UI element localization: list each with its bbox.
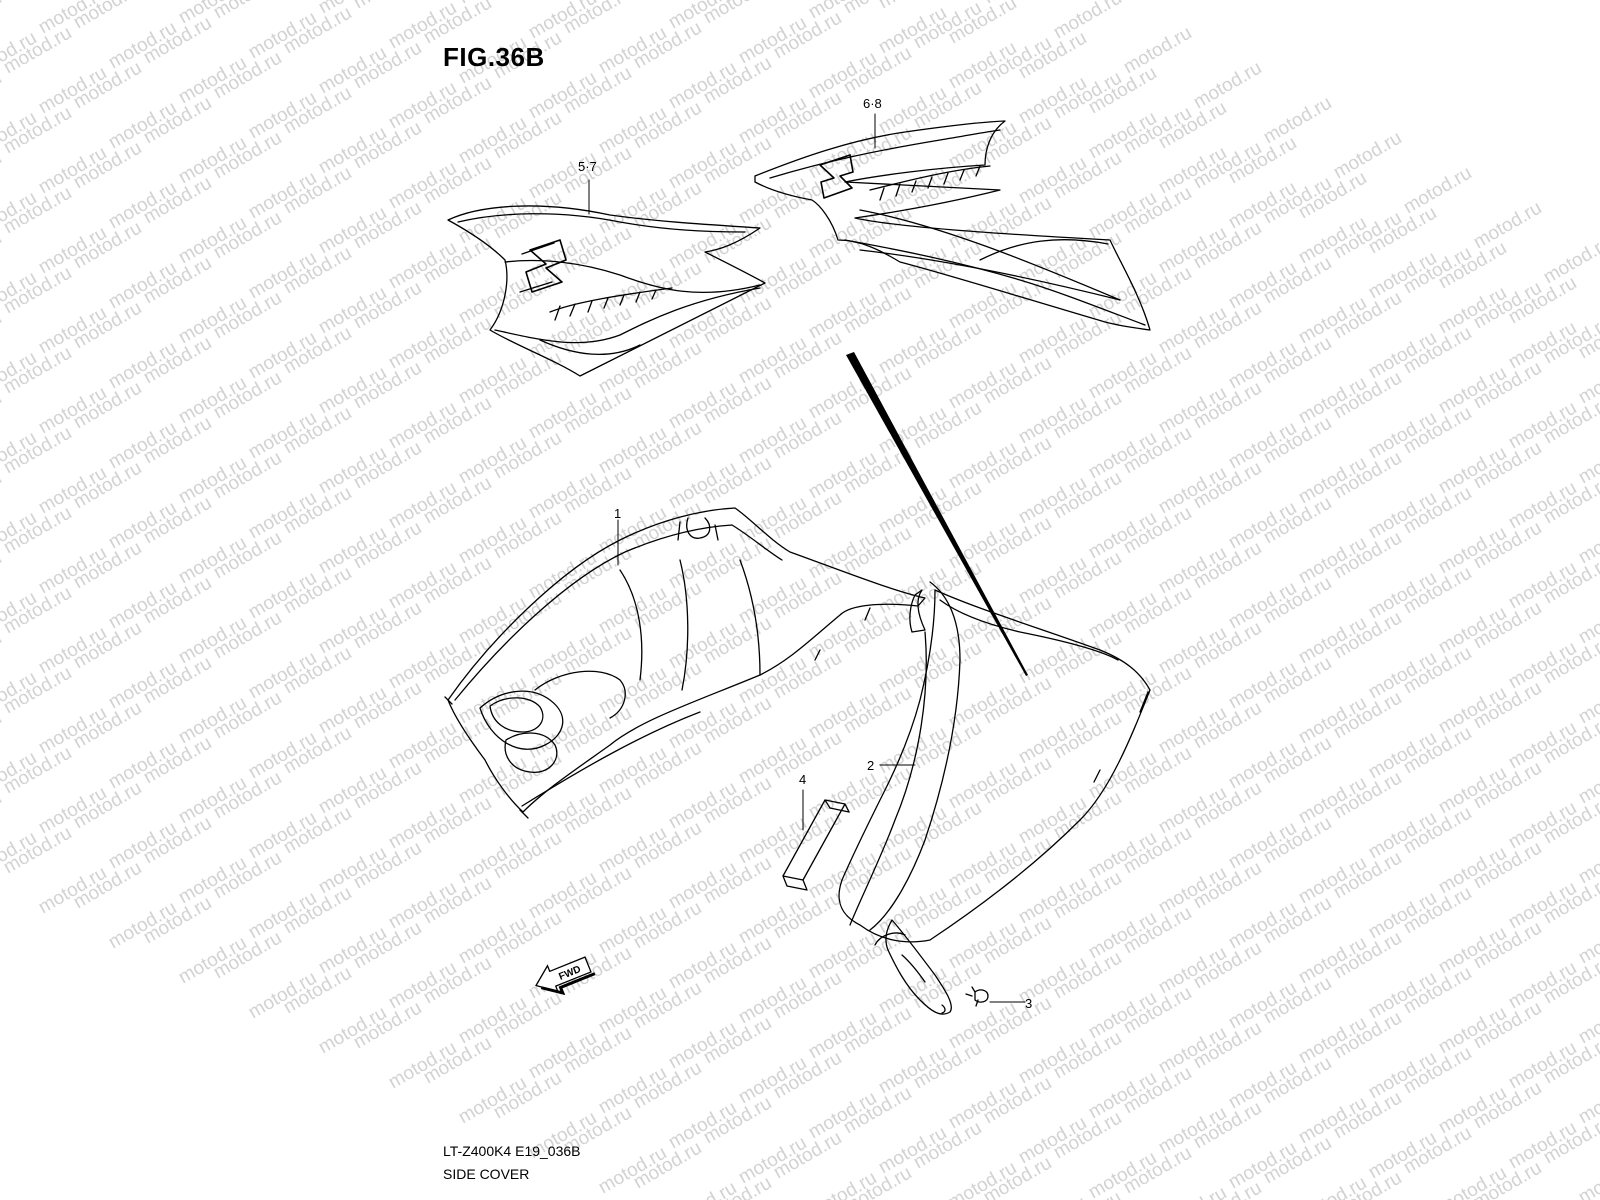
callout-6-8: 6·8 — [863, 96, 882, 111]
model-code: LT-Z400K4 E19_036B — [443, 1143, 581, 1159]
callout-5-7: 5·7 — [578, 159, 597, 174]
section-name: SIDE COVER — [443, 1166, 530, 1182]
callout-4: 4 — [799, 772, 806, 787]
decal-left[interactable] — [447, 205, 766, 377]
pointer-wedge — [846, 352, 1028, 676]
clip-part-3[interactable] — [965, 986, 989, 1007]
leader-lines — [588, 113, 1026, 1003]
callout-3: 3 — [1025, 996, 1032, 1011]
side-cover-2[interactable] — [838, 581, 1151, 1015]
fwd-arrow-icon: FWD — [535, 956, 596, 996]
callout-1: 1 — [614, 506, 621, 521]
callout-2: 2 — [867, 758, 874, 773]
pad-part-4[interactable] — [782, 799, 850, 891]
side-cover-panel-1[interactable] — [444, 507, 926, 819]
figure-title: FIG.36B — [443, 42, 545, 72]
decal-right[interactable] — [754, 120, 1151, 331]
